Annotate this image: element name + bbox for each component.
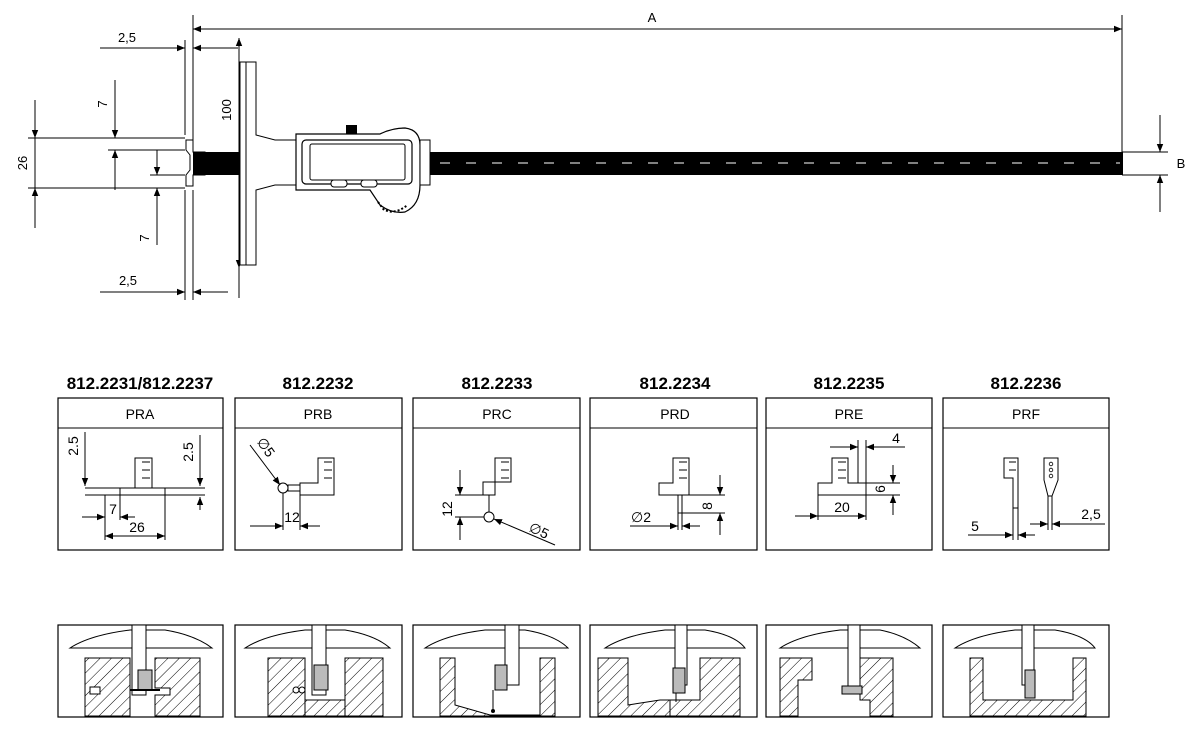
usage-illustration-prb <box>234 624 403 718</box>
main-caliper-drawing: A 2,5 100 26 7 <box>15 10 1185 300</box>
prd-dim-1: ∅2 <box>631 509 651 525</box>
dimension-26: 26 <box>15 100 185 228</box>
usage-illustration-prc <box>412 624 581 718</box>
variant-box-prb: PRB ∅5 12 <box>234 397 403 551</box>
caliper-head <box>295 125 431 214</box>
dimension-7-bottom-label: 7 <box>137 234 152 241</box>
variant-name-pra: PRA <box>126 406 155 422</box>
prd-dim-2: 8 <box>699 502 715 510</box>
usage-illustration-pra <box>57 624 224 718</box>
pre-dim-2: 6 <box>872 485 888 493</box>
pre-dim-1: 4 <box>892 430 900 446</box>
variant-box-prd: PRD ∅2 8 <box>589 397 758 551</box>
dimension-26-label: 26 <box>15 156 30 170</box>
variant-box-prf: PRF 5 2,5 <box>942 397 1110 551</box>
lock-screw <box>346 125 357 134</box>
dimension-a-label: A <box>648 10 657 25</box>
variant-code-prf: 812.2236 <box>991 374 1062 393</box>
dimension-2-5-top: 2,5 <box>100 30 238 135</box>
variant-code-prc: 812.2233 <box>462 374 533 393</box>
dimension-2-5-bottom-label: 2,5 <box>119 273 137 288</box>
prf-dim-1: 5 <box>971 518 979 534</box>
variant-codes: 812.2231/812.2237 812.2232 812.2233 812.… <box>67 374 1062 393</box>
dimension-7-top: 7 <box>95 80 185 190</box>
dimension-2-5-bottom: 2,5 <box>100 190 228 300</box>
pre-dim-3: 20 <box>834 499 850 515</box>
depth-base <box>239 61 301 266</box>
variant-name-prf: PRF <box>1012 406 1040 422</box>
variant-code-prb: 812.2232 <box>283 374 354 393</box>
dimension-2-5-top-label: 2,5 <box>118 30 136 45</box>
prb-dim-2: 12 <box>284 509 300 525</box>
usage-illustration-pre <box>765 624 933 718</box>
variant-code-prd: 812.2234 <box>640 374 711 393</box>
variant-name-prb: PRB <box>304 406 333 422</box>
prc-dim-2: ∅5 <box>527 519 552 542</box>
variant-box-pre: PRE 4 6 20 <box>765 397 933 551</box>
pra-dim-2: 2.5 <box>180 442 196 462</box>
variant-box-pra: PRA 2.5 2.5 7 26 <box>57 397 224 551</box>
button-right <box>360 179 378 188</box>
variant-box-prc: PRC 12 ∅5 <box>412 397 581 551</box>
dimension-100-label: 100 <box>219 99 234 121</box>
usage-illustration-prd <box>589 624 758 718</box>
variant-name-pre: PRE <box>835 406 864 422</box>
dimension-7-top-label: 7 <box>95 100 110 107</box>
usage-illustration-prf <box>942 624 1110 718</box>
dimension-7-bottom: 7 <box>137 150 185 245</box>
prf-dim-2: 2,5 <box>1081 506 1101 522</box>
pra-dim-4: 26 <box>129 519 145 535</box>
pra-dim-1: 2.5 <box>65 436 81 456</box>
button-left <box>330 179 348 188</box>
dimension-a: A <box>192 10 1123 175</box>
variant-code-pre: 812.2235 <box>814 374 885 393</box>
variant-name-prc: PRC <box>482 406 512 422</box>
dimension-b: B <box>1122 115 1185 212</box>
prc-dim-1: 12 <box>439 501 455 517</box>
thumb-wheel <box>377 201 409 214</box>
variant-code-pra: 812.2231/812.2237 <box>67 374 214 393</box>
dimension-b-label: B <box>1177 156 1186 171</box>
variant-name-prd: PRD <box>660 406 690 422</box>
pra-dim-3: 7 <box>109 501 117 517</box>
